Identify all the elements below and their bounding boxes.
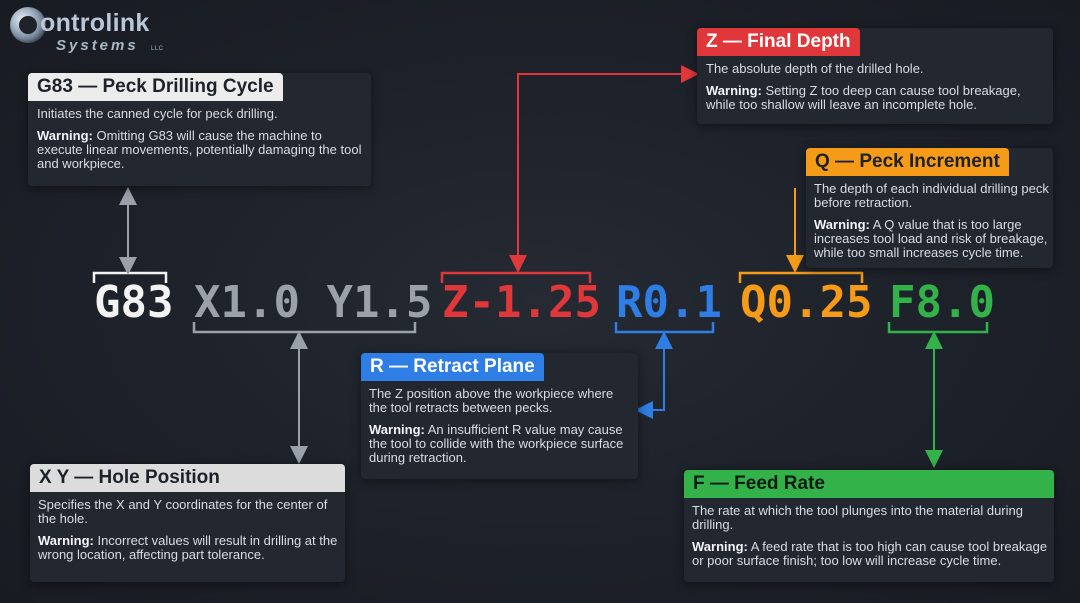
card-title: F — Feed Rate: [684, 470, 1054, 498]
code-xy: X1.0 Y1.5: [194, 277, 433, 328]
warning-label: Warning:: [706, 83, 762, 98]
card-body: The absolute depth of the drilled hole. …: [706, 62, 1046, 120]
card-description: The Z position above the workpiece where…: [369, 386, 614, 415]
card-body: The Z position above the workpiece where…: [369, 387, 633, 473]
q-card: Q — Peck Increment The depth of each ind…: [806, 148, 1053, 268]
xy-card: X Y — Hole Position Specifies the X and …: [30, 464, 345, 582]
z-card: Z — Final Depth The absolute depth of th…: [697, 28, 1053, 124]
code-r: R0.1: [616, 277, 722, 328]
g83-card: G83 — Peck Drilling Cycle Initiates the …: [28, 73, 371, 186]
card-description: The rate at which the tool plunges into …: [692, 503, 1023, 532]
z-bracket: [440, 271, 592, 283]
warning-label: Warning:: [37, 128, 93, 143]
warning-text: A feed rate that is too high can cause t…: [692, 539, 1048, 568]
code-f: F8.0: [889, 277, 995, 328]
card-body: Specifies the X and Y coordinates for th…: [38, 498, 340, 570]
card-title: X Y — Hole Position: [30, 464, 345, 492]
logo-emblem-icon: [10, 7, 46, 43]
r-arrow: [635, 331, 673, 419]
card-body: The depth of each individual drilling pe…: [814, 182, 1050, 268]
brand-name: ontrolink: [40, 9, 150, 37]
warning-text: An insufficient R value may cause the to…: [369, 422, 624, 465]
warning-label: Warning:: [814, 217, 870, 232]
card-body: The rate at which the tool plunges into …: [692, 504, 1052, 576]
z-arrow: [509, 65, 699, 273]
r-card: R — Retract Plane The Z position above t…: [361, 353, 638, 479]
card-warning: Warning: A Q value that is too large inc…: [814, 218, 1050, 260]
brand-logo: ontrolink Systems LLC: [10, 7, 170, 59]
card-warning: Warning: Setting Z too deep can cause to…: [706, 84, 1046, 112]
card-description: The absolute depth of the drilled hole.: [706, 61, 924, 76]
brand-subname: Systems: [56, 37, 139, 54]
card-title: Q — Peck Increment: [806, 148, 1009, 176]
card-warning: Warning: An insufficient R value may cau…: [369, 423, 633, 465]
q-bracket: [738, 271, 864, 283]
warning-text: Setting Z too deep can cause tool breaka…: [706, 83, 1021, 112]
warning-text: A Q value that is too large increases to…: [814, 217, 1048, 260]
warning-label: Warning:: [692, 539, 748, 554]
card-warning: Warning: Omitting G83 will cause the mac…: [37, 129, 362, 171]
card-warning: Warning: Incorrect values will result in…: [38, 534, 340, 562]
code-g83: G83: [94, 277, 174, 328]
code-q: Q0.25: [740, 277, 873, 328]
card-description: Initiates the canned cycle for peck dril…: [37, 106, 278, 121]
code-z: Z-1.25: [442, 277, 601, 328]
warning-text: Omitting G83 will cause the machine to e…: [37, 128, 362, 171]
card-title: R — Retract Plane: [361, 353, 544, 381]
warning-text: Incorrect values will result in drilling…: [38, 533, 338, 562]
card-description: Specifies the X and Y coordinates for th…: [38, 497, 328, 526]
card-title: Z — Final Depth: [697, 28, 860, 56]
f-card: F — Feed Rate The rate at which the tool…: [684, 470, 1054, 582]
warning-label: Warning:: [38, 533, 94, 548]
card-title: G83 — Peck Drilling Cycle: [28, 73, 283, 101]
brand-suffix: LLC: [151, 46, 164, 52]
warning-label: Warning:: [369, 422, 425, 437]
card-warning: Warning: A feed rate that is too high ca…: [692, 540, 1052, 568]
card-body: Initiates the canned cycle for peck dril…: [37, 107, 362, 179]
card-description: The depth of each individual drilling pe…: [814, 181, 1049, 210]
